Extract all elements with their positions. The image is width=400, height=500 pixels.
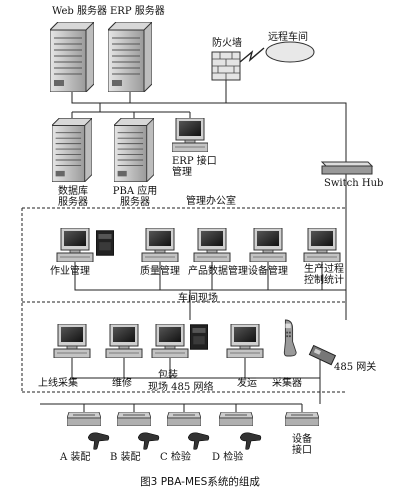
station-d-label: D 检验 xyxy=(212,452,244,463)
online-collect-pc-icon xyxy=(53,324,91,358)
shipping-pc-icon xyxy=(226,324,264,358)
gateway-label: 485 网关 xyxy=(334,362,377,373)
pba-app-server-icon xyxy=(114,118,154,182)
device-interface-terminal-icon xyxy=(285,412,319,426)
job-mgmt-pc-icon xyxy=(56,228,94,262)
station-a-terminal-icon xyxy=(67,412,101,426)
job-mgmt-label: 作业管理 xyxy=(50,266,90,277)
product-data-pc-icon xyxy=(193,228,231,262)
shopfloor-area-label: 车间现场 xyxy=(178,293,218,304)
packaging-pc-icon xyxy=(151,324,189,358)
station-b-scanner-icon xyxy=(138,432,160,450)
web-server-icon xyxy=(50,22,94,92)
db-server-label: 数据库服务器 xyxy=(58,186,88,208)
station-c-label: C 检验 xyxy=(160,452,191,463)
pba-server-label: PBA 应用服务器 xyxy=(112,186,158,208)
switch-hub-label: Switch Hub xyxy=(324,178,384,189)
collector-label: 采集器 xyxy=(272,378,302,389)
database-server-icon xyxy=(52,118,92,182)
device-interface-label: 设备接口 xyxy=(292,434,312,456)
remote-workshop-icon xyxy=(265,41,315,63)
station-d-terminal-icon xyxy=(219,412,253,426)
firewall-icon xyxy=(211,51,241,81)
firewall-label: 防火墙 xyxy=(212,38,242,49)
web-server-label: Web 服务器 xyxy=(52,6,107,17)
equipment-mgmt-label: 设备管理 xyxy=(248,266,288,277)
gateway-485-icon xyxy=(308,344,337,366)
equipment-mgmt-pc-icon xyxy=(249,228,287,262)
remote-workshop-label: 远程车间 xyxy=(268,32,308,43)
label-printer-icon xyxy=(190,324,208,350)
office-area-label: 管理办公室 xyxy=(186,196,236,207)
printer-icon xyxy=(96,230,114,256)
erp-interface-label: ERP 接口管理 xyxy=(172,156,217,178)
quality-mgmt-label: 质量管理 xyxy=(140,266,180,277)
erp-server-icon xyxy=(108,22,152,92)
field-network-label: 现场 485 网络 xyxy=(148,382,214,393)
erp-server-label: ERP 服务器 xyxy=(110,6,165,17)
product-data-mgmt-label: 产品数据管理 xyxy=(188,266,248,277)
online-collect-label: 上线采集 xyxy=(38,378,78,389)
switch-hub-icon xyxy=(320,161,374,175)
station-c-scanner-icon xyxy=(188,432,210,450)
station-a-label: A 装配 xyxy=(60,452,91,463)
station-a-scanner-icon xyxy=(88,432,110,450)
erp-interface-pc-icon xyxy=(172,118,208,152)
repair-label: 维修 xyxy=(112,378,132,389)
network-links xyxy=(21,80,347,412)
station-c-terminal-icon xyxy=(167,412,201,426)
repair-pc-icon xyxy=(105,324,143,358)
quality-mgmt-pc-icon xyxy=(141,228,179,262)
station-b-terminal-icon xyxy=(117,412,151,426)
process-control-pc-icon xyxy=(303,228,341,262)
wan-link-icon xyxy=(239,47,265,63)
figure-caption: 图3 PBA-MES系统的组成 xyxy=(140,476,260,488)
shipping-label: 发运 xyxy=(237,378,257,389)
station-b-label: B 装配 xyxy=(110,452,141,463)
collector-icon xyxy=(283,319,297,357)
packaging-label: 包装 xyxy=(158,370,178,381)
process-control-label: 生产过程控制统计 xyxy=(304,264,344,286)
station-d-scanner-icon xyxy=(240,432,262,450)
